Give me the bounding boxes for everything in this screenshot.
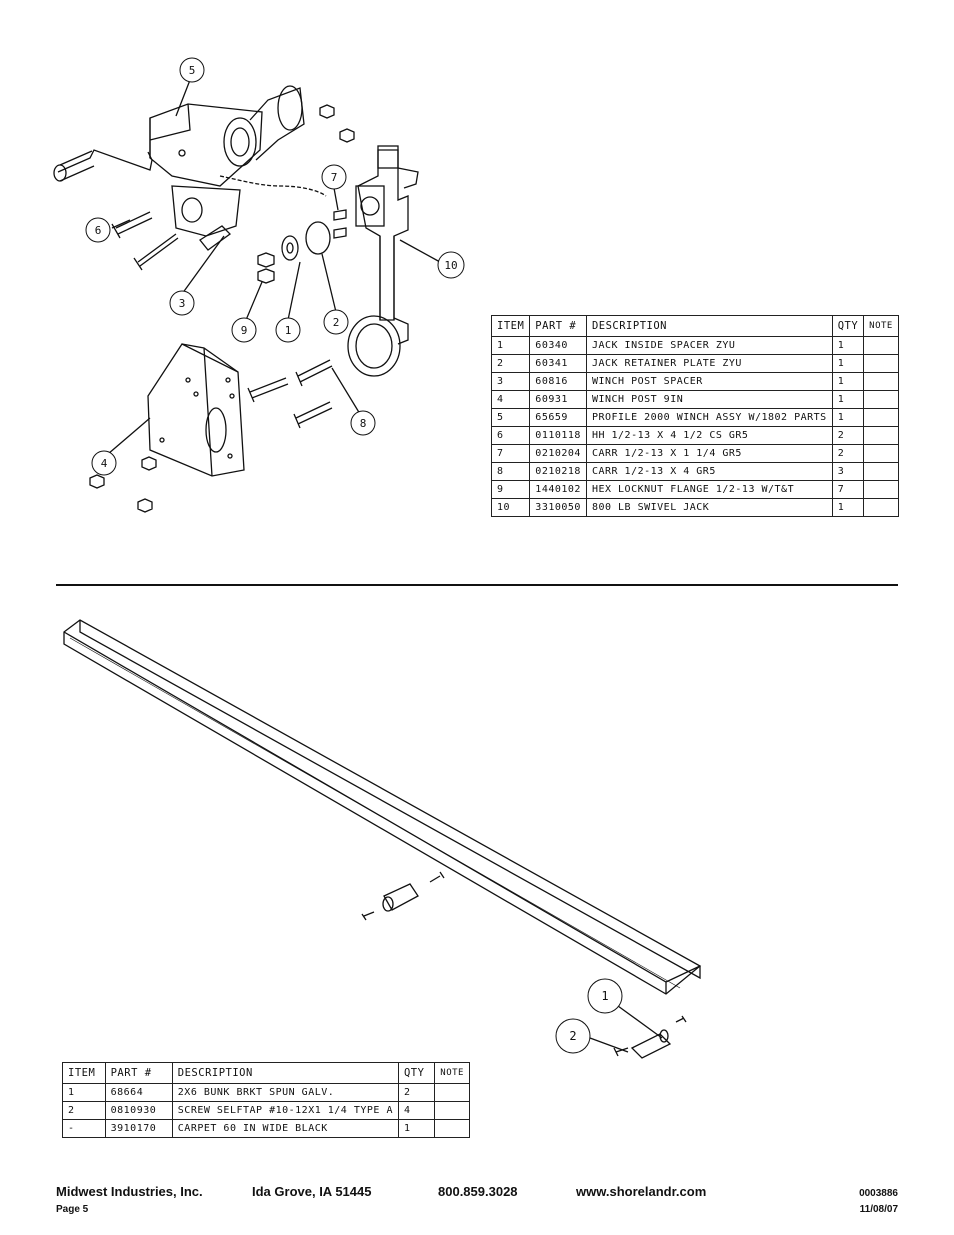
callout-9 [231,317,257,343]
winch-stand-exploded-drawing [53,79,441,513]
footer-page-number: Page 5 [56,1204,89,1215]
desc-cell: SCREW SELFTAP #10-12X1 1/4 TYPE A [171,1101,399,1120]
callout-7-label: 7 [331,171,338,184]
callout-3 [169,290,195,316]
callout-2 [323,309,349,335]
qty-cell: 1 [831,498,865,517]
footer-phone: 800.859.3028 [438,1184,518,1199]
callout-bottom-2-label: 2 [569,1029,576,1043]
part-cell: 68664 [104,1083,173,1102]
callout-8 [350,410,376,436]
desc-cell: 800 LB SWIVEL JACK [585,498,833,517]
callout-10 [437,251,465,279]
footer-doc-number: 0003886 [859,1188,898,1199]
callout-5 [179,57,205,83]
callouts-top: 5 7 6 10 3 9 1 2 8 4 [85,57,465,476]
qty-cell: 4 [397,1101,436,1120]
item-cell: - [62,1119,106,1138]
col-qty: QTY [397,1062,436,1084]
note-cell [434,1083,470,1102]
callout-6-label: 6 [95,224,102,237]
callout-3-label: 3 [179,297,186,310]
bunk-bracket [383,883,419,911]
col-description: DESCRIPTION [171,1062,399,1084]
part-cell: 0810930 [104,1101,173,1120]
callout-8-label: 8 [360,417,367,430]
footer-website: www.shorelandr.com [576,1184,707,1199]
col-qty: QTY [831,315,865,337]
col-part: PART # [104,1062,173,1084]
callout-1 [275,317,301,343]
col-note: NOTE [434,1062,470,1084]
note-cell [863,498,899,517]
bunk-board [63,619,702,995]
callout-1-label: 1 [285,324,292,337]
qty-cell: 2 [397,1083,436,1102]
item-cell: 1 [62,1083,106,1102]
table-header-row: ITEM PART # DESCRIPTION QTY NOTE [490,315,899,337]
desc-cell: 2X6 BUNK BRKT SPUN GALV. [171,1083,399,1102]
col-part: PART # [529,315,587,337]
item-cell: 10 [490,498,531,517]
callout-4-label: 4 [101,457,108,470]
callout-10-label: 10 [444,259,457,272]
callout-5-label: 5 [189,64,196,77]
callout-6 [85,217,111,243]
callout-9-label: 9 [241,324,248,337]
footer-company: Midwest Industries, Inc. [56,1184,203,1199]
callout-7 [321,164,347,190]
callout-4 [91,450,117,476]
callout-bottom-1-label: 1 [601,989,608,1003]
section-divider [56,584,898,586]
part-cell: 3310050 [529,498,587,517]
col-item: ITEM [62,1062,106,1084]
note-cell [434,1101,470,1120]
callout-2-label: 2 [333,316,340,329]
item-cell: 2 [62,1101,106,1120]
part-cell: 3910170 [104,1119,173,1138]
desc-cell: CARPET 60 IN WIDE BLACK [171,1119,399,1138]
qty-cell: 1 [397,1119,436,1138]
winch-housing [149,103,263,187]
winch-chain [219,175,327,197]
footer-date: 11/08/07 [859,1204,898,1215]
item-cell: 2 [490,354,531,373]
footer-location: Ida Grove, IA 51445 [252,1184,372,1199]
note-cell [434,1119,470,1138]
table-header-row: ITEM PART # DESCRIPTION QTY NOTE [62,1062,470,1084]
callout-bottom-2 [555,1018,591,1054]
callout-bottom-1 [587,978,623,1014]
